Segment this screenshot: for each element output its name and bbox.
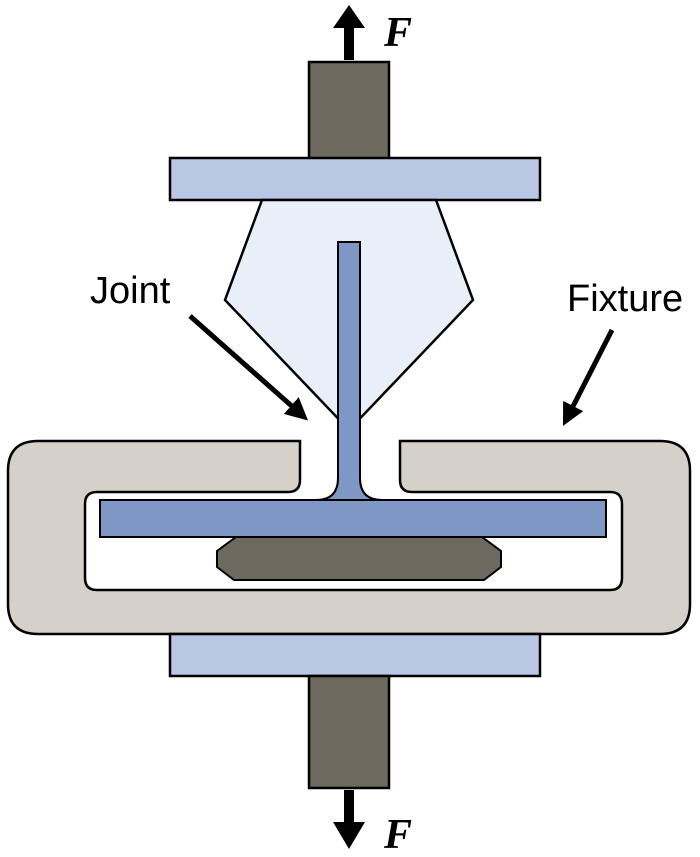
support-block <box>216 536 502 581</box>
force-arrow-top <box>333 5 365 60</box>
upper-pull-rod <box>307 60 391 162</box>
lower-pull-rod <box>307 674 391 790</box>
fixture-callout-arrow <box>562 328 615 427</box>
specimen-stem <box>315 241 383 501</box>
force-label-bottom: F <box>383 812 412 857</box>
fixture-body <box>6 439 692 636</box>
force-arrow-bottom <box>333 790 365 849</box>
lower-platen-bar <box>168 632 542 678</box>
upper-platen-bar <box>168 156 542 202</box>
force-label-top: F <box>383 10 412 56</box>
specimen-lower-sheet <box>99 499 607 538</box>
joint-callout-arrow <box>188 314 309 421</box>
fixture-label: Fixture <box>567 278 683 320</box>
joint-label: Joint <box>90 270 171 312</box>
